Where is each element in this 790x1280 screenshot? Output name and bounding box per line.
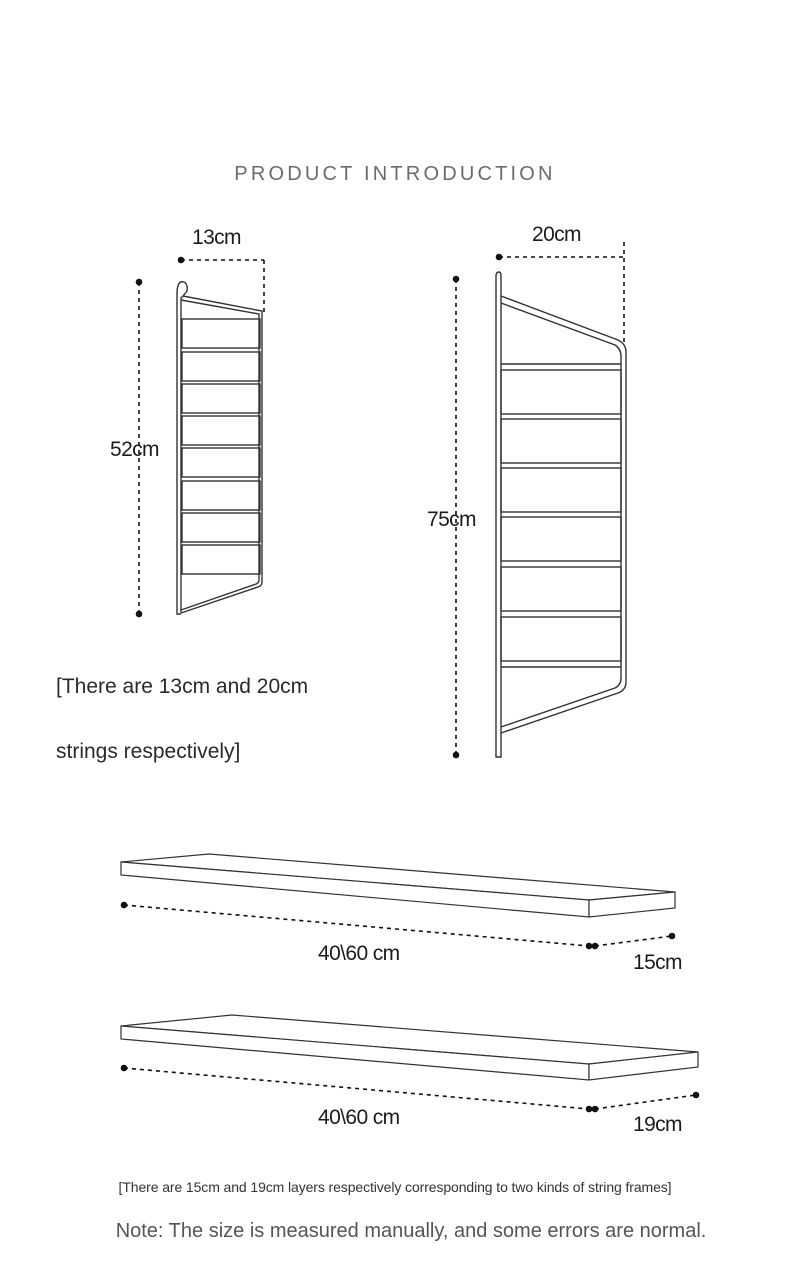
shelf-2-depth-start-dot <box>591 1105 599 1113</box>
small-frame-post <box>180 295 184 613</box>
shelf-2-depth-label: 19cm <box>633 1113 682 1136</box>
shelf-board-19cm: 40\60 cm 19cm <box>120 1014 700 1136</box>
shelf-2-length-start-dot <box>120 1064 128 1072</box>
page-title: PRODUCT INTRODUCTION <box>234 163 556 185</box>
shelf-1-depth-label: 15cm <box>633 951 682 974</box>
large-frame-rungs <box>500 369 622 662</box>
shelf-1-depth-start-dot <box>591 942 599 950</box>
frames-caption-line-2: strings respectively] <box>56 740 241 763</box>
large-frame-height-bottom-dot <box>452 751 460 759</box>
large-frame-inner-outline <box>500 302 622 728</box>
small-frame-outline <box>180 295 263 614</box>
shelf-2-depth-end-dot <box>692 1091 700 1099</box>
shelf-1-length-dimension-line <box>123 904 590 947</box>
shelf-1-length-start-dot <box>120 901 128 909</box>
small-frame-height-bottom-dot <box>135 610 143 618</box>
large-frame-outline <box>500 295 627 734</box>
small-frame-width-dot <box>177 256 185 264</box>
small-frame-hook <box>176 281 188 615</box>
frames-caption-line-1: [There are 13cm and 20cm <box>56 675 309 698</box>
small-frame-height-label: 52cm <box>110 438 159 461</box>
shelf-1-depth-dimension-line <box>594 935 673 947</box>
large-frame-post <box>495 271 502 758</box>
shelf-1-length-label: 40\60 cm <box>318 942 400 965</box>
small-frame-rungs <box>181 318 261 575</box>
small-frame-width-label: 13cm <box>192 226 241 249</box>
small-wall-frame: 13cm 52cm <box>110 226 265 618</box>
shelf-2-depth-dimension-line <box>594 1094 697 1110</box>
shelf-2-side-face <box>588 1051 699 1081</box>
large-frame-height-label: 75cm <box>427 508 476 531</box>
shelf-2-length-end-dot <box>585 1105 593 1113</box>
large-frame-width-dot <box>495 253 503 261</box>
large-frame-height-top-dot <box>452 275 460 283</box>
shelves-caption: [There are 15cm and 19cm layers respecti… <box>118 1179 672 1195</box>
measurement-note: Note: The size is measured manually, and… <box>115 1220 707 1242</box>
large-wall-frame: 20cm 75cm <box>427 223 627 759</box>
shelf-2-length-dimension-line <box>123 1067 590 1110</box>
shelf-2-length-label: 40\60 cm <box>318 1106 400 1129</box>
shelf-1-side-face <box>588 891 676 918</box>
small-frame-height-top-dot <box>135 278 143 286</box>
large-frame-width-label: 20cm <box>532 223 581 246</box>
shelf-board-15cm: 40\60 cm 15cm <box>120 853 683 974</box>
small-frame-inner-outline <box>180 299 260 611</box>
shelf-1-length-end-dot <box>585 942 593 950</box>
shelf-1-depth-end-dot <box>668 932 676 940</box>
